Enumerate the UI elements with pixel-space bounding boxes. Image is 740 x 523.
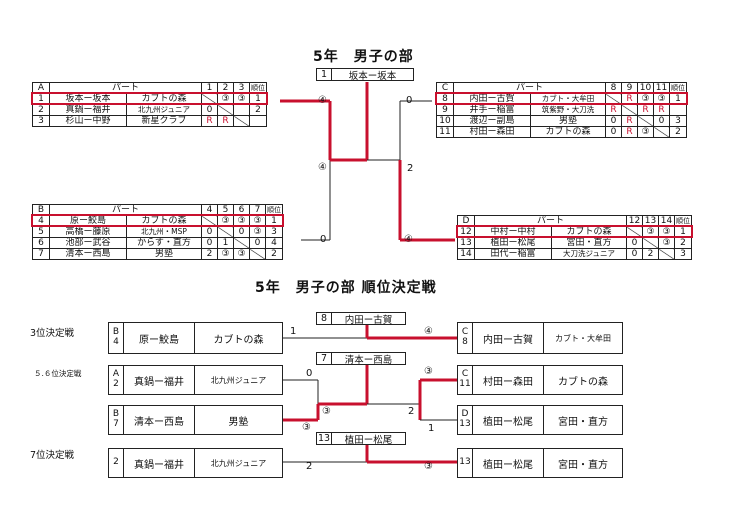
seventh-score-l: 2 [306,461,313,472]
seed: 13 [458,449,473,477]
third-score-l: 1 [290,326,297,337]
team-name: カブトの森 [558,376,608,388]
score-d-sf: ④ [404,234,413,245]
fifth-score-lw: ③ [322,406,331,417]
team-name: 北九州ジュニア [210,375,267,385]
row-rank [249,115,267,127]
third-score-r: ④ [424,326,433,337]
row-rank: 3 [674,248,692,260]
label-fifth: ５.６位決定戦 [34,369,82,378]
row-no: 3 [32,115,50,127]
seventh-right: 13 植田ー松尾 宮田・直方 [457,448,623,478]
fifth-score-a2: 0 [306,368,313,379]
fifth-score-c11: ③ [424,366,433,377]
team-name: 宮田・直方 [558,459,608,471]
seed: 2 [109,449,124,477]
fifth-score-rl: 2 [408,406,415,417]
team-name: 宮田・直方 [558,416,608,428]
result-cell: ③ [233,248,250,260]
team-name: カブト・大牟田 [555,333,611,343]
player-name: 原ー鮫島 [124,323,195,353]
title-main: 5年 男子の部 [313,49,414,65]
score-cd-lose: 2 [407,163,414,174]
winner-highlight-a [31,92,268,105]
final-box: 1 坂本ー坂本 [316,68,414,82]
result-cell: 2 [201,248,218,260]
score-c-sf: 0 [406,95,413,106]
third-winner-box: 8 内田ー古賀 [316,312,406,326]
row-rank: 2 [669,126,687,138]
player-name: 村田ー森田 [473,366,544,394]
fifth-score-d13: 1 [428,423,435,434]
score-a-sf: ④ [318,95,327,106]
final-num: 1 [317,69,332,80]
score-b-sf: 0 [320,234,327,245]
label-seventh: 7位決定戦 [30,450,75,461]
player-name: 植田ー松尾 [473,449,544,477]
final-name: 坂本ー坂本 [348,70,397,82]
player-name: 内田ー古賀 [473,323,544,353]
player-name: 真鍋ー福井 [124,366,195,394]
seventh-score-r: ③ [424,461,433,472]
row-rank: 2 [265,248,283,260]
score-ab-win: ④ [318,162,327,173]
seventh-left: 2 真鍋ー福井 北九州ジュニア [108,448,283,478]
label-third: 3位決定戦 [30,328,75,339]
team-name: カブトの森 [213,334,264,346]
winner-highlight-d [456,225,693,238]
result-cell: 2 [642,248,659,260]
fifth-score-b7: ③ [302,422,311,433]
fifth-winner-box: 7 清本ー西島 [316,352,406,366]
player-name: 清本ー西島 [124,406,195,434]
seventh-winner-box: 13 植田ー松尾 [316,432,406,446]
team-name: 男塾 [228,416,249,428]
winner-highlight-c [435,92,688,105]
row-team: 男塾 [126,248,202,260]
result-cell [233,115,250,127]
title-rank: 5年 男子の部 順位決定戦 [255,280,437,296]
player-name: 真鍋ー福井 [124,449,195,477]
row-name: 杉山ー中野 [49,115,127,127]
player-name: 植田ー松尾 [473,406,544,434]
team-name: 北九州ジュニア [210,458,267,468]
winner-highlight-b [31,214,284,227]
